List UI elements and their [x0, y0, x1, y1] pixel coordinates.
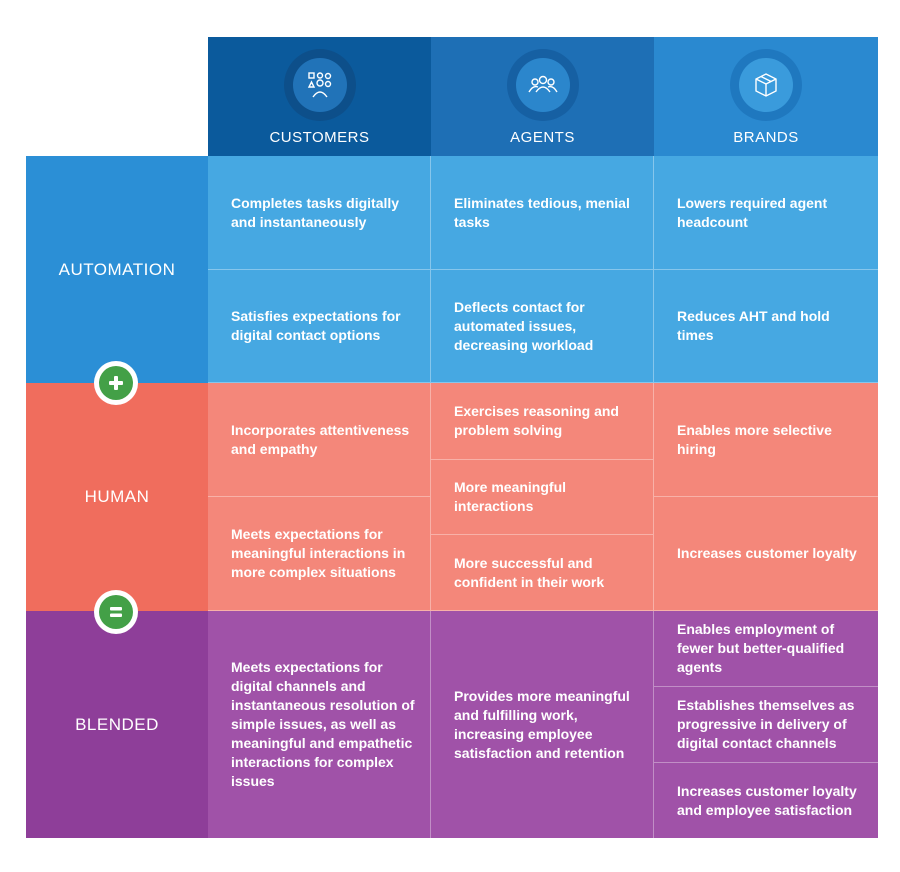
cell-blended-customers: Meets expectations for digital channels … [208, 611, 431, 838]
column-label-agents: AGENTS [510, 129, 575, 146]
column-header-customers: CUSTOMERS [208, 37, 431, 164]
cell-human-customers-1: Incorporates attentiveness and empathy [208, 383, 431, 497]
row-label-human: HUMAN [26, 383, 208, 611]
cell-human-customers-2: Meets expectations for meaningful intera… [208, 497, 431, 611]
plus-badge [94, 361, 138, 405]
column-header-agents: AGENTS [431, 37, 654, 164]
column-header-brands: BRANDS [654, 37, 878, 164]
cell-automation-customers-2: Satisfies expectations for digital conta… [208, 270, 431, 383]
plus-icon [99, 366, 133, 400]
equals-badge [94, 590, 138, 634]
column-label-brands: BRANDS [733, 129, 799, 146]
cell-automation-customers-1: Completes tasks digitally and instantane… [208, 156, 431, 270]
cell-automation-brands-2: Reduces AHT and hold times [654, 270, 878, 383]
cell-automation-brands-1: Lowers required agent headcount [654, 156, 878, 270]
cell-human-agents-3: More successful and confident in their w… [431, 535, 654, 611]
group-icon [515, 58, 570, 112]
cell-human-agents-2: More meaningful interactions [431, 460, 654, 535]
cell-human-agents-1: Exercises reasoning and problem solving [431, 383, 654, 460]
cell-human-brands-2: Increases customer loyalty [654, 497, 878, 611]
column-label-customers: CUSTOMERS [269, 129, 370, 146]
cell-blended-brands-2: Establishes themselves as progressive in… [654, 687, 878, 763]
equals-icon [99, 595, 133, 629]
cell-automation-agents-2: Deflects contact for automated issues, d… [431, 270, 654, 383]
cell-blended-agents: Provides more meaningful and fulfilling … [431, 611, 654, 838]
cell-human-brands-1: Enables more selective hiring [654, 383, 878, 497]
cell-blended-brands-3: Increases customer loyalty and employee … [654, 763, 878, 838]
row-label-blended: BLENDED [26, 611, 208, 838]
cell-blended-brands-1: Enables employment of fewer but better-q… [654, 611, 878, 687]
cube-box-icon [739, 58, 793, 112]
people-shapes-icon [292, 58, 347, 112]
row-label-automation: AUTOMATION [26, 156, 208, 383]
cell-automation-agents-1: Eliminates tedious, menial tasks [431, 156, 654, 270]
